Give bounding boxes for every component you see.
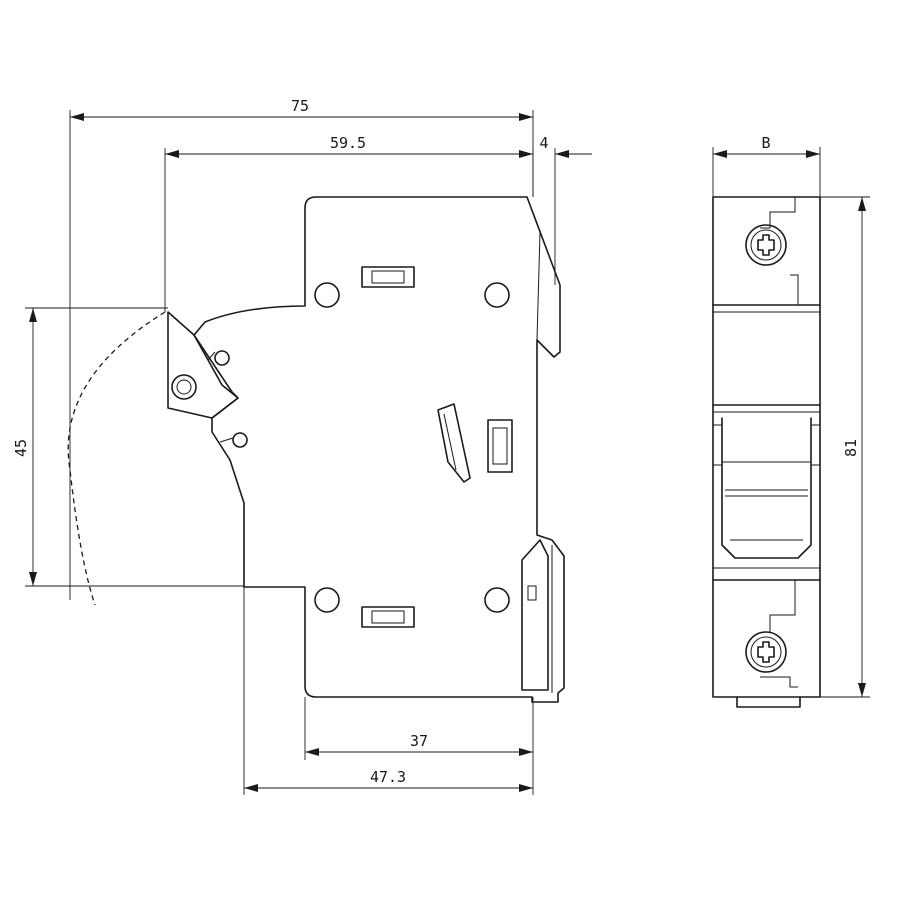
bottom-terminal-step-2 [760,676,798,688]
handle-knob-top [214,350,230,366]
slanted-slot-inner [443,413,457,471]
dim-front-depth: 59.5 [165,134,533,158]
din-clip-slot [527,585,537,601]
dim-height-label: 81 [842,439,860,457]
dim-rail-offset-label: 4 [539,134,548,152]
dim-rail-offset: 4 [539,134,592,158]
din-clip [521,539,549,691]
mount-hole-bottom-left [314,587,340,613]
dim-overall-depth-label: 75 [291,97,309,115]
slanted-slot [437,403,471,483]
top-terminal-step [760,197,796,229]
dim-bottom-depth-inner: 37 [305,732,533,756]
dim-width: B [713,134,820,158]
handle-frame [721,417,812,559]
indicator-window [487,419,513,473]
label-window-bottom [361,606,415,628]
dim-bottom-depth-inner-label: 37 [410,732,428,750]
label-window-top-inner [371,270,405,284]
dim-bottom-depth-outer: 47.3 [244,768,533,792]
front-view-body-outline [712,196,821,698]
mount-hole-top-right [484,282,510,308]
mount-hole-top-left [314,282,340,308]
handle-knob-bottom-base [219,437,234,443]
front-view-dimensions: B 81 [712,134,870,698]
front-view-bottom-tab [736,696,801,708]
handle-knob-bottom [232,432,248,448]
handle-pivot-outer [171,374,197,400]
side-view-body-outline [193,196,565,703]
front-view [712,196,821,708]
dim-overall-depth: 75 [70,97,533,121]
side-view-dimensions: 75 59.5 4 45 37 [12,97,592,795]
handle-knob-top-base [207,351,216,361]
handle-lever [167,311,239,419]
label-window-bottom-inner [371,610,405,624]
handle-swing-arc [67,311,166,606]
bottom-screw-icon [745,631,787,673]
handle-slot-left [713,424,723,466]
dim-handle-height-label: 45 [12,439,30,457]
top-terminal-step-right [790,274,799,305]
dim-width-label: B [761,134,770,152]
handle-pivot-inner [176,379,192,395]
dim-front-depth-label: 59.5 [330,134,366,152]
side-view [67,196,565,703]
mount-hole-bottom-right [484,587,510,613]
top-screw-icon [745,224,787,266]
dim-height: 81 [842,197,866,697]
dim-bottom-depth-outer-label: 47.3 [370,768,406,786]
side-view-rail-edge [526,196,541,341]
label-window-top [361,266,415,288]
dim-handle-height: 45 [12,308,37,586]
indicator-window-inner [492,427,508,465]
handle-slot-right [810,424,820,466]
bottom-terminal-step [769,580,796,632]
